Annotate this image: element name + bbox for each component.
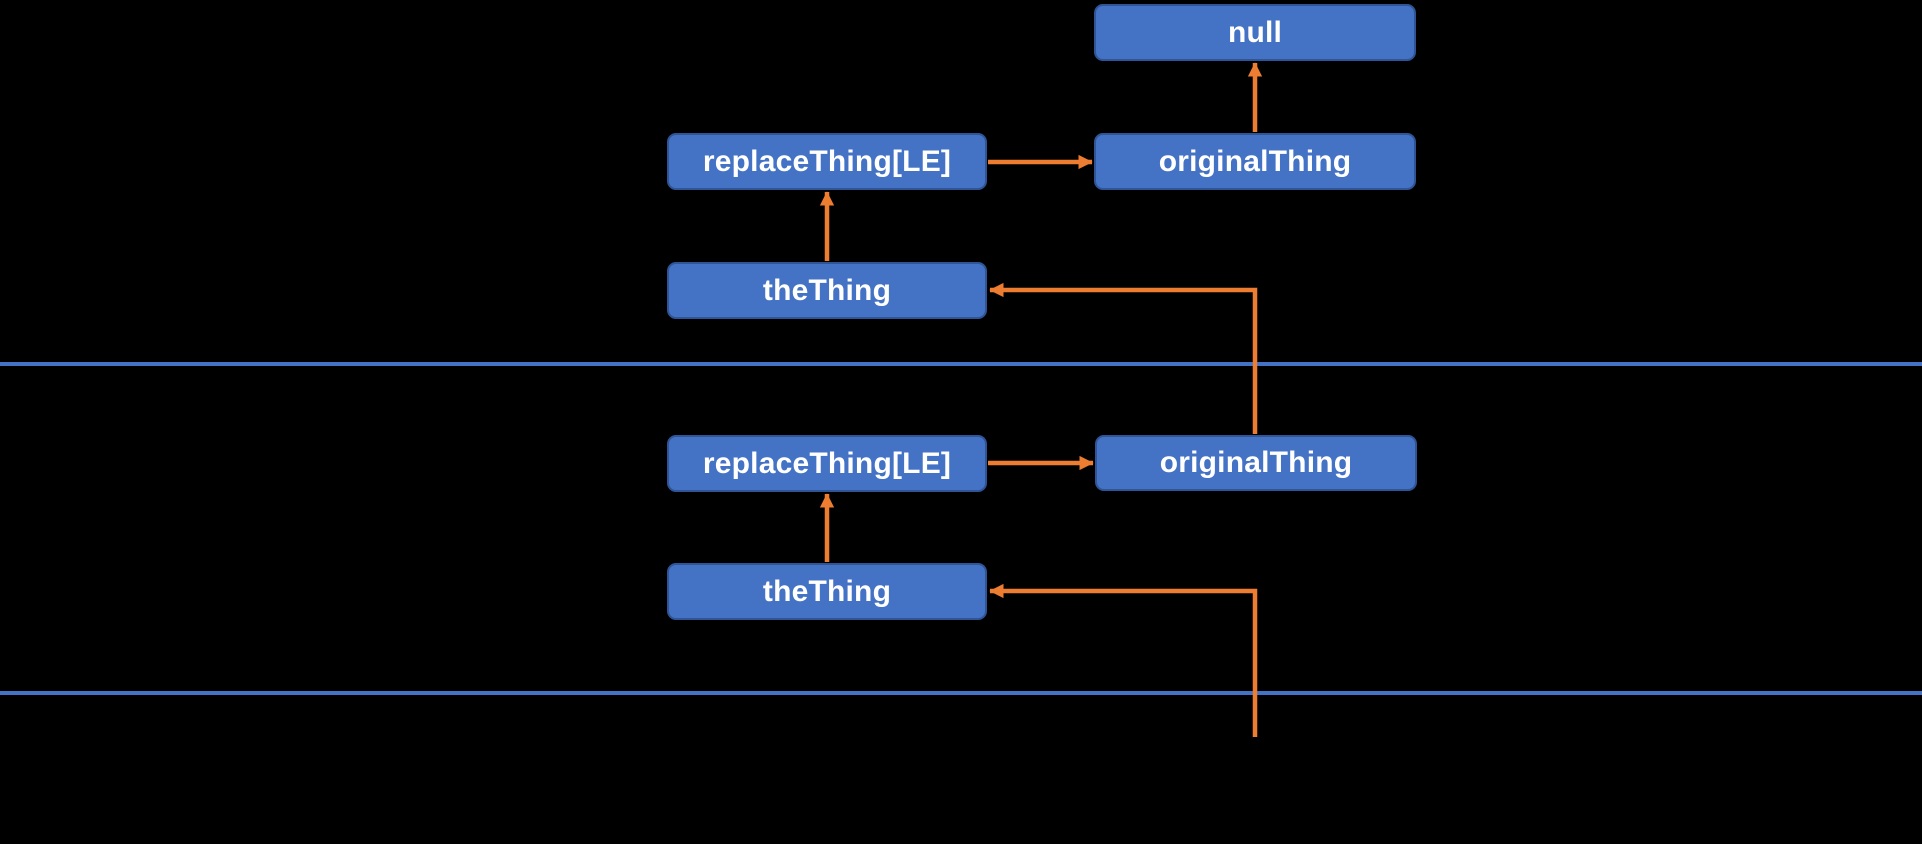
node-null: null — [1094, 4, 1416, 61]
node-thething-top: theThing — [667, 262, 987, 319]
node-thething-mid: theThing — [667, 563, 987, 620]
node-originalthing-top: originalThing — [1094, 133, 1416, 190]
elbow-arrow-originalthing-mid-to-thething-top — [989, 282, 1258, 434]
node-replacething-mid: replaceThing[LE] — [667, 435, 987, 492]
node-originalthing-mid: originalThing — [1095, 435, 1417, 491]
node-replacething-top: replaceThing[LE] — [667, 133, 987, 190]
elbow-arrow-from-below-to-thething-mid — [989, 583, 1258, 737]
